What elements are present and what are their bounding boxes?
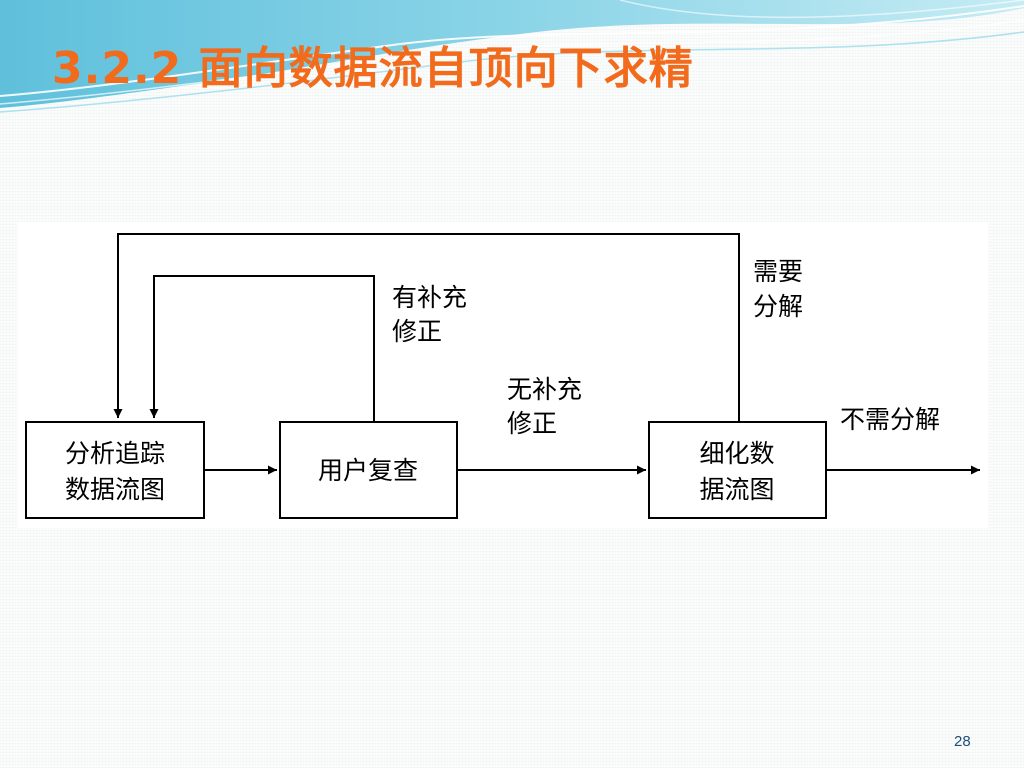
label-no-decompose: 不需分解: [840, 405, 940, 434]
page-number: 28: [954, 733, 971, 750]
label-need-decompose-line1: 需要: [753, 257, 803, 286]
header-wave-decoration: [0, 0, 1024, 113]
node-review-label: 用户复查: [318, 456, 418, 485]
flowchart-diagram: 分析追踪 数据流图 用户复查 细化数 据流图 有补充 修正 需要 分解 无补充 …: [18, 222, 988, 528]
label-supplement-line1: 有补充: [392, 283, 467, 312]
slide-title: 3.2.2 面向数据流自顶向下求精: [52, 43, 694, 94]
label-supplement: 有补充 修正: [392, 283, 467, 346]
label-no-supplement-line2: 修正: [507, 409, 557, 438]
label-need-decompose-line2: 分解: [753, 292, 803, 321]
loop-supplement-line: [149, 275, 375, 422]
node-user-review: 用户复查: [279, 421, 458, 519]
loop-need-decompose-line: [113, 233, 740, 422]
label-no-supplement-line1: 无补充: [507, 375, 582, 404]
node-analyze-line1: 分析追踪: [65, 439, 165, 468]
node-analyze-dfd: 分析追踪 数据流图: [25, 421, 205, 519]
node-refine-line2: 据流图: [699, 475, 774, 504]
label-supplement-line2: 修正: [392, 317, 442, 346]
label-no-supplement: 无补充 修正: [507, 375, 582, 438]
node-refine-dfd: 细化数 据流图: [648, 421, 827, 519]
label-no-decompose-line1: 不需分解: [840, 405, 940, 434]
node-refine-line1: 细化数: [699, 439, 774, 468]
label-need-decompose: 需要 分解: [753, 257, 803, 321]
node-analyze-line2: 数据流图: [65, 475, 165, 504]
